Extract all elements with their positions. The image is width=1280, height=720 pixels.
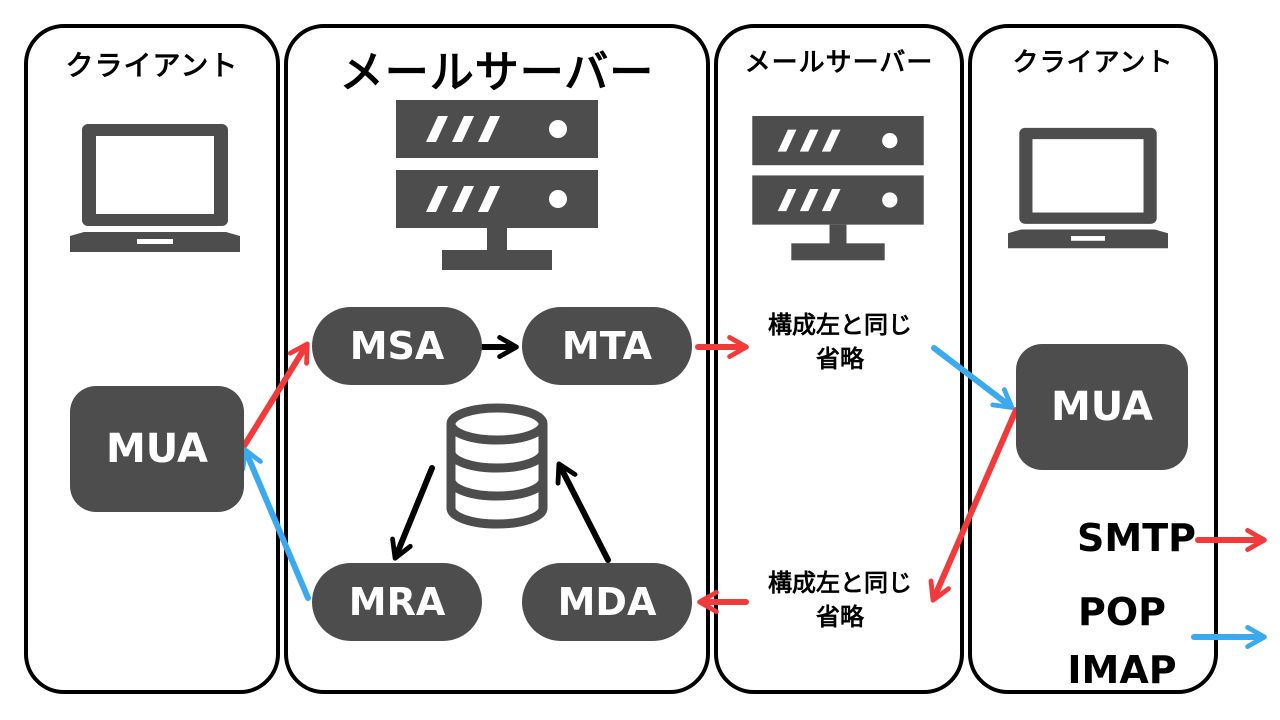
right-client-title: クライアント xyxy=(1012,48,1174,78)
legend-smtp-label: SMTP xyxy=(1077,516,1196,560)
left-mua-node: MUA xyxy=(70,386,244,512)
mra-node: MRA xyxy=(312,563,482,641)
note-text: 構成左と同じ xyxy=(768,569,912,597)
remote-server-title: メールサーバー xyxy=(744,48,934,78)
msa-node: MSA xyxy=(312,307,482,385)
pop-arrow-mra-to-mua xyxy=(240,447,311,601)
laptop-icon xyxy=(70,124,240,252)
right-mua-node: MUA xyxy=(1016,344,1188,470)
pop-arrow-remote-to-mua xyxy=(931,345,1015,410)
laptop-icon xyxy=(1008,127,1168,249)
legend-imap-label: IMAP xyxy=(1067,648,1177,692)
mda-node: MDA xyxy=(522,563,692,641)
arrow-db-to-mra xyxy=(390,465,435,561)
note-text: 省略 xyxy=(816,603,864,631)
smtp-arrow-mua-to-remote xyxy=(928,407,1019,603)
server-icon xyxy=(752,116,924,261)
left-client-title: クライアント xyxy=(65,49,239,82)
remote-note-top: 構成左と同じ 省略 xyxy=(740,308,940,376)
mta-node: MTA xyxy=(522,307,692,385)
database-icon xyxy=(446,403,548,529)
note-text: 構成左と同じ xyxy=(768,311,912,339)
arrow-mda-to-db xyxy=(555,461,611,563)
note-text: 省略 xyxy=(816,345,864,373)
remote-note-bottom: 構成左と同じ 省略 xyxy=(740,566,940,634)
server-icon xyxy=(396,100,598,270)
legend-pop-label: POP xyxy=(1077,590,1166,634)
main-server-title: メールサーバー xyxy=(339,47,655,98)
smtp-arrow-mua-to-msa xyxy=(241,341,310,449)
